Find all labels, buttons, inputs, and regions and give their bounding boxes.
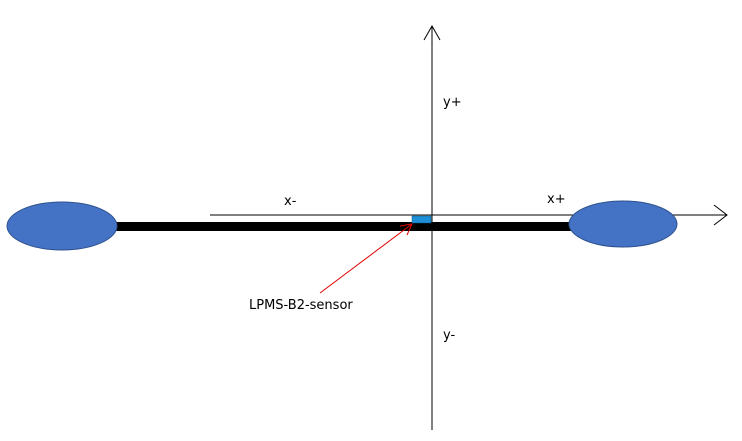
y-plus-label: y+ [443,95,462,110]
x-minus-label: x- [284,194,297,209]
sensor-label: LPMS-B2-sensor [249,298,353,313]
x-plus-label: x+ [547,192,566,207]
rod [112,222,576,231]
right-ellipse [568,200,678,248]
sensor-block [411,215,432,224]
y-axis-arrowhead [423,24,441,41]
y-minus-label: y- [443,328,456,343]
sensor-pointer-line [319,223,413,294]
sensor-pointer-arrowhead [399,223,413,236]
x-axis-arrowhead [713,204,728,226]
left-ellipse [6,201,118,251]
